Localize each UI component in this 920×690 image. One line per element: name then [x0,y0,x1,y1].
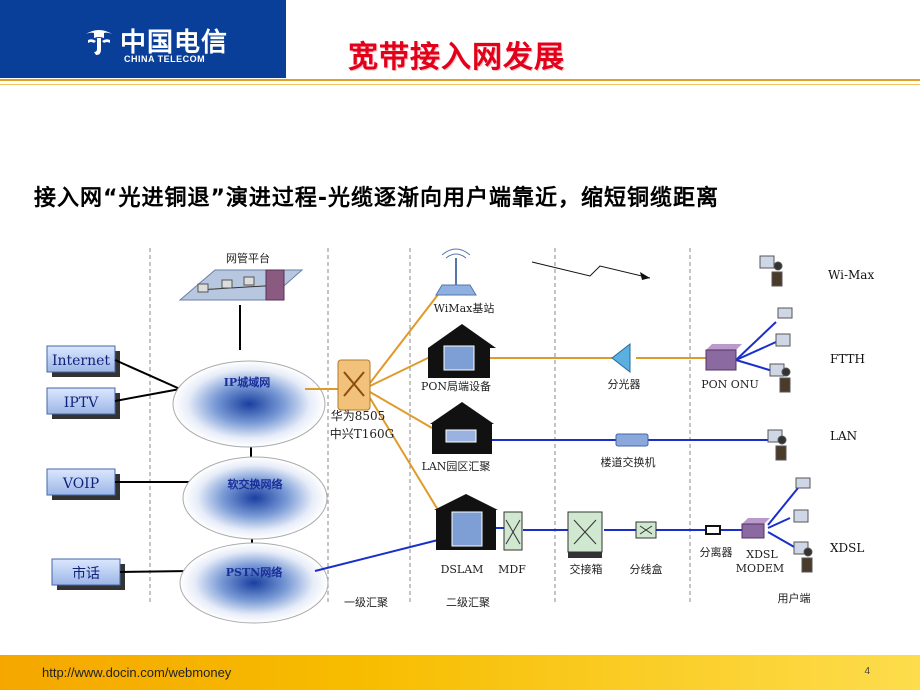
wimax-bs-label: WiMax基站 [434,301,495,315]
logo-text-en: CHINA TELECOM [124,54,206,64]
ip-metro-label: IP城域网 [224,375,270,389]
mdf-icon [503,511,523,551]
router-icon [337,359,371,411]
page-number: 4 [864,666,870,677]
subtitle: 接入网“光进铜退”演进过程-光缆逐渐向用户端靠近，缩短铜缆距离 [34,186,720,211]
floor-switch-label: 楼道交换机 [601,455,656,469]
pon-olt-label: PON局端设备 [421,379,491,393]
pon-onu-icon [705,344,742,371]
separator-icon [705,525,721,535]
pon-onu-label: PON ONU [701,378,758,391]
header-rule-thin [0,84,920,85]
level1-label: 一级汇聚 [344,596,388,609]
wireless-link-icon [531,261,651,279]
cross-box-label: 交接箱 [570,562,603,576]
xdsl-modem-label-1: XDSL [746,548,778,561]
router-label-1: 华为8505 [331,409,386,423]
page-title: 宽带接入网发展 [348,40,565,75]
mdf-label: MDF [498,563,526,576]
header-logo-panel: 中国电信 CHINA TELECOM [0,0,286,78]
pstn-cloud [179,542,329,624]
logo-text-cn: 中国电信 [120,28,229,58]
china-telecom-logo-icon [86,30,112,55]
footer-bar: http://www.docin.com/webmoney 4 [0,655,920,690]
nms-label: 网管平台 [226,251,270,265]
pon-olt-icon [428,324,496,378]
column-dividers [149,248,691,605]
distribution-box-icon [635,521,657,539]
splitter-label: 分光器 [608,377,641,391]
router-label-2: 中兴T160G [330,426,395,441]
softswitch-cloud [182,456,328,540]
ftth-label: FTTH [830,352,865,366]
iptv-box: IPTV [46,387,120,419]
nms-platform-icon [178,269,304,301]
wimax-base-station-icon [435,248,477,296]
xdsl-modem-icon [741,518,770,539]
iptv-label: IPTV [64,395,99,411]
footer-url[interactable]: http://www.docin.com/webmoney [42,665,232,680]
dist-box-label: 分线盒 [630,562,663,576]
level2-label: 二级汇聚 [446,596,490,609]
floor-switch-icon [615,433,649,447]
dslam-label: DSLAM [441,563,484,576]
lan-label: LAN [830,429,857,443]
separator-label: 分离器 [700,545,733,559]
pstn-label: PSTN网络 [226,565,282,579]
header-rule [0,79,920,81]
copper-links [314,321,799,572]
voip-label: VOIP [62,476,99,492]
access-network-diagram: Internet IPTV VOIP 市话 IP城域网 软交换网络 PSTN网络 [46,248,874,624]
wimax-label: Wi-Max [828,268,874,282]
cross-box-icon [567,511,603,558]
fiber-links [305,291,706,511]
lan-aggregation-icon [430,402,494,454]
xdsl-modem-label-2: MODEM [736,562,784,575]
lan-agg-label: LAN园区汇聚 [422,460,491,473]
ip-metro-cloud [172,360,326,448]
internet-box: Internet [46,345,120,377]
xdsl-label: XDSL [830,541,864,555]
user-end-label: 用户端 [778,591,811,605]
splitter-icon [611,342,631,374]
dslam-icon [434,494,498,550]
local-call-label: 市话 [72,565,100,582]
user-terminals [759,255,813,573]
local-call-box: 市话 [51,558,125,590]
internet-label: Internet [52,353,110,369]
voip-box: VOIP [46,468,120,500]
softswitch-label: 软交换网络 [228,477,283,491]
